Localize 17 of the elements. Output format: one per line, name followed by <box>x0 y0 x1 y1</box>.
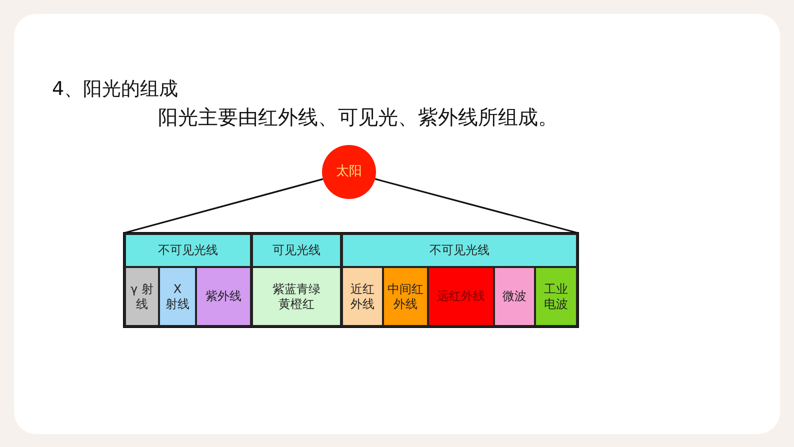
band-cell: 远红外线 <box>429 268 493 325</box>
band-cell: 近红外线 <box>343 268 382 325</box>
spectrum-table <box>124 233 578 327</box>
band-cell: 紫外线 <box>197 268 250 325</box>
section-heading: 4、阳光的组成 <box>52 77 178 102</box>
band-cell: γ 射线 <box>126 268 158 325</box>
category-header: 可见光线 <box>253 235 340 266</box>
band-cell: 微波 <box>495 268 534 325</box>
band-cell: 工业电波 <box>536 268 576 325</box>
category-header: 不可见光线 <box>343 235 576 266</box>
band-cell: X 射线 <box>160 268 195 325</box>
connector-line <box>374 178 578 234</box>
intro-sentence: 阳光主要由红外线、可见光、紫外线所组成。 <box>158 104 558 131</box>
band-cell: 紫蓝青绿黄橙红 <box>253 268 340 325</box>
band-cell: 中间红外线 <box>384 268 427 325</box>
connector-line <box>124 178 324 234</box>
category-header: 不可见光线 <box>126 235 250 266</box>
